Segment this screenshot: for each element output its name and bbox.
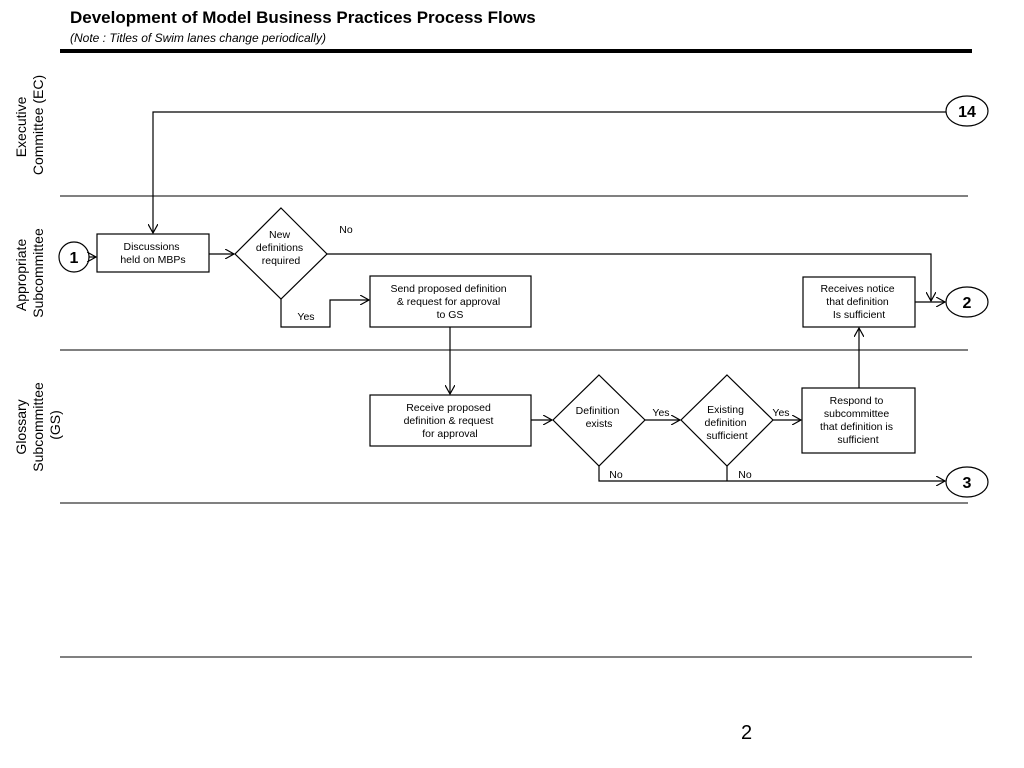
box-respond: Respond to subcommittee that definition …: [801, 387, 916, 454]
lane-label-appropriate-subcommittee: Appropriate Subcommittee: [13, 228, 46, 318]
svg-text:Respond to subcommittee: Respond to subcommittee that definition …: [820, 395, 896, 446]
svg-text:Definition exists: Definition exists: [576, 405, 623, 430]
svg-text:3: 3: [963, 475, 972, 492]
box-receives-notice: Receives notice that definition Is suffi…: [802, 276, 916, 328]
svg-text:Receives notice that def: Receives notice that definition Is suffi…: [820, 283, 897, 321]
decision-definition-exists: Definition exists: [552, 374, 646, 467]
label-exists-no: No: [609, 469, 623, 481]
edge-exists-no: [598, 466, 945, 481]
edge-new-defs-yes: [280, 299, 369, 328]
decision-existing-sufficient: Existing definition sufficient: [680, 374, 774, 467]
label-existing-no: No: [738, 469, 752, 481]
lane-label-glossary-subcommittee: Glossary Subcommittee (GS): [13, 378, 63, 471]
lane-label-ec: Executive Committee (EC): [13, 75, 46, 175]
connector-3: 3: [945, 466, 989, 498]
edge-new-defs-no: [327, 253, 931, 301]
connector-2: 2: [945, 286, 989, 318]
label-new-defs-yes: Yes: [297, 311, 314, 323]
svg-text:Send proposed definition: Send proposed definition & request for a…: [390, 283, 509, 321]
label-new-defs-no: No: [339, 224, 353, 236]
connector-1: 1: [58, 241, 90, 273]
page-title: Development of Model Business Practices …: [70, 8, 536, 27]
page-subtitle: (Note : Titles of Swim lanes change peri…: [70, 31, 327, 45]
connector-14: 14: [945, 95, 989, 127]
svg-text:New definitions re: New definitions required: [256, 229, 306, 267]
label-existing-yes: Yes: [772, 407, 789, 419]
svg-text:Existing definition: Existing definition sufficient: [705, 404, 750, 442]
svg-text:14: 14: [958, 104, 976, 121]
svg-text:2: 2: [963, 295, 972, 312]
box-send-proposed: Send proposed definition & request for a…: [369, 275, 532, 328]
svg-text:Discussions held on MBPs: Discussions held on MBPs: [120, 241, 185, 266]
svg-text:Receive proposed definit: Receive proposed definition & request fo…: [404, 402, 497, 440]
box-discussions: Discussions held on MBPs: [96, 233, 210, 273]
box-receive-proposed: Receive proposed definition & request fo…: [369, 394, 532, 447]
label-exists-yes: Yes: [652, 407, 669, 419]
svg-text:1: 1: [70, 250, 79, 267]
decision-new-definitions: New definitions required: [234, 207, 328, 300]
page-number: 2: [741, 722, 753, 744]
edge-14-to-discussions: [153, 111, 946, 233]
